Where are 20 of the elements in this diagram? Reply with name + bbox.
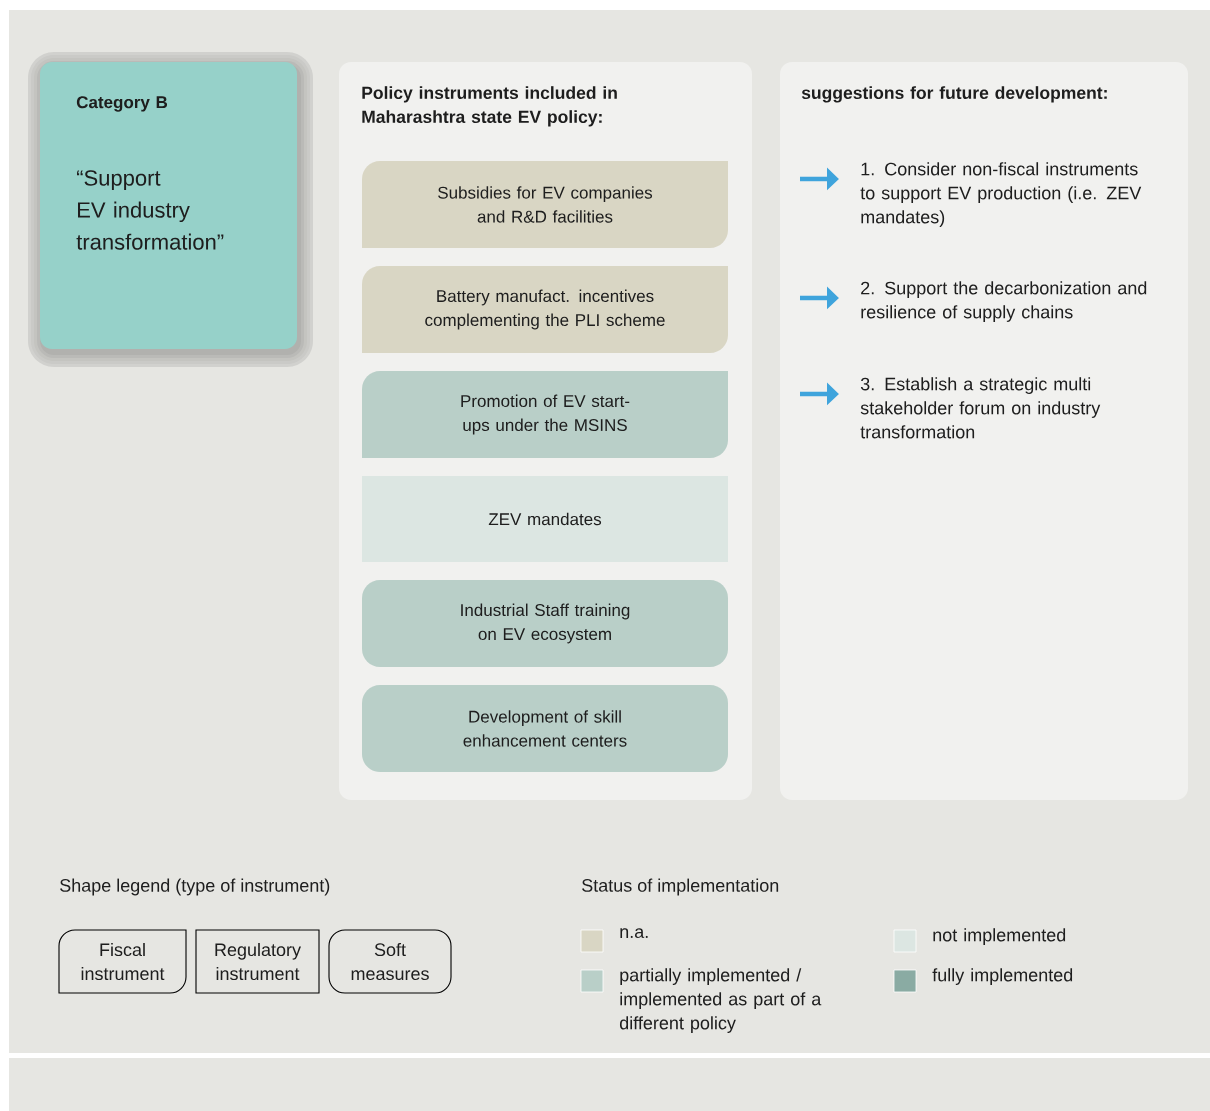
suggestion-text: 1. Consider non-fiscal instruments to support EV production (i.e. ZEV mandates) xyxy=(860,162,1142,227)
legend-item: partially implemented / implemented as part of a different policy xyxy=(580,968,822,1033)
category-card: Category B “Support EV industry transformation” xyxy=(28,52,313,367)
legend-item: n.a. xyxy=(580,928,648,953)
suggestion-panel: suggestions for future development: 1. Consider non-fiscal instruments to support EV production (i.e. ZEV mandates) 2. Support the decarbonization and resilience of supply chains 3. Establish a strategic multi stakeholder forum on industry transformation xyxy=(780,62,1188,800)
legend-heading: Shape legend (type of instrument) xyxy=(60,878,330,896)
legend-item: not implemented xyxy=(893,928,1066,953)
shape-legend-box: Regulatory instrument xyxy=(195,929,320,994)
shape-legend-box: Fiscal instrument xyxy=(58,929,187,994)
instrument-box: Subsidies for EV companies and R&D facilities xyxy=(362,161,728,248)
suggestion-text: 3. Establish a strategic multi stakeholder forum on industry transformation xyxy=(860,377,1101,439)
legend-heading: Status of implementation xyxy=(582,878,779,896)
instrument-box: Battery manufact. incentives complementing the PLI scheme xyxy=(362,266,728,353)
suggestion-text: 2. Support the decarbonization and resilience of supply chains xyxy=(861,281,1147,322)
instrument-box: ZEV mandates xyxy=(362,476,728,562)
instrument-box: Promotion of EV start-ups under the MSINS xyxy=(362,371,728,458)
shape-legend-box: Soft measures xyxy=(328,929,452,994)
instrument-box: Industrial Staff training on EV ecosystem xyxy=(362,580,728,667)
legend-item: fully implemented xyxy=(893,968,1073,993)
instrument-box: Development of skill enhancement centers xyxy=(362,685,728,772)
